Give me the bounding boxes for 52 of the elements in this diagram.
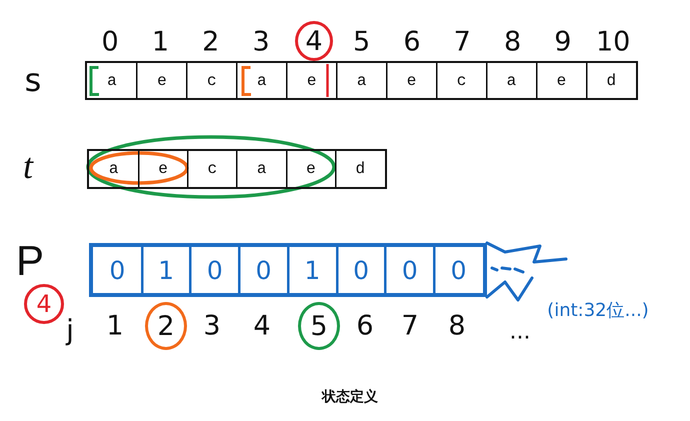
bit-value: 0 xyxy=(402,256,418,284)
variable-name: t xyxy=(23,145,33,187)
array-letter: d xyxy=(356,160,366,178)
index-number: 0 xyxy=(102,26,119,58)
index-number: 3 xyxy=(252,26,270,58)
array-letter: e xyxy=(158,160,168,178)
bit-value: 0 xyxy=(353,256,370,284)
annotation-note: (int:32位...) xyxy=(547,299,649,322)
index-number: 9 xyxy=(554,26,572,58)
bit-value: 1 xyxy=(304,256,320,284)
bit-value: 0 xyxy=(450,256,467,284)
index-number: 10 xyxy=(596,26,630,58)
array-letter: e xyxy=(306,160,316,178)
variable-name: s xyxy=(24,61,42,99)
bit-value: 0 xyxy=(206,256,223,284)
caption: 状态定义 xyxy=(322,388,378,406)
circled-number: 2 xyxy=(145,302,187,350)
array-letter: c xyxy=(456,72,466,90)
array-letter: c xyxy=(208,160,218,178)
circled-number: 4 xyxy=(295,21,333,61)
array-letter: a xyxy=(356,72,366,90)
array-letter: a xyxy=(107,72,117,90)
array-letter: a xyxy=(506,72,516,90)
array-letter: a xyxy=(256,72,267,90)
index-number: 1 xyxy=(106,310,124,342)
index-number: 7 xyxy=(454,26,471,58)
array-letter: c xyxy=(207,72,217,90)
array-letter: e xyxy=(306,72,317,90)
index-number: 6 xyxy=(356,310,374,342)
continuation-dots: ... xyxy=(510,320,530,344)
index-number: 6 xyxy=(403,26,421,58)
index-number: 8 xyxy=(448,310,466,342)
bit-value: 1 xyxy=(158,256,174,284)
index-number: 4 xyxy=(253,310,271,342)
bit-value: 0 xyxy=(256,256,272,284)
array-letter: d xyxy=(606,72,616,90)
array-letter: e xyxy=(157,72,167,90)
index-number: 5 xyxy=(353,26,370,58)
array-letter: e xyxy=(406,72,416,90)
variable-name: j xyxy=(66,314,74,346)
index-number: 3 xyxy=(203,310,221,342)
index-number: 2 xyxy=(202,26,220,58)
array-letter: e xyxy=(556,72,566,90)
circled-number: 4 xyxy=(24,284,64,324)
array-letter: a xyxy=(108,160,118,178)
circled-number: 5 xyxy=(298,302,340,350)
variable-name: P xyxy=(16,237,44,285)
index-number: 8 xyxy=(504,26,522,58)
bit-value: 0 xyxy=(109,256,126,284)
array-letter: a xyxy=(256,160,266,178)
index-number: 1 xyxy=(152,26,170,58)
index-number: 7 xyxy=(401,310,419,342)
